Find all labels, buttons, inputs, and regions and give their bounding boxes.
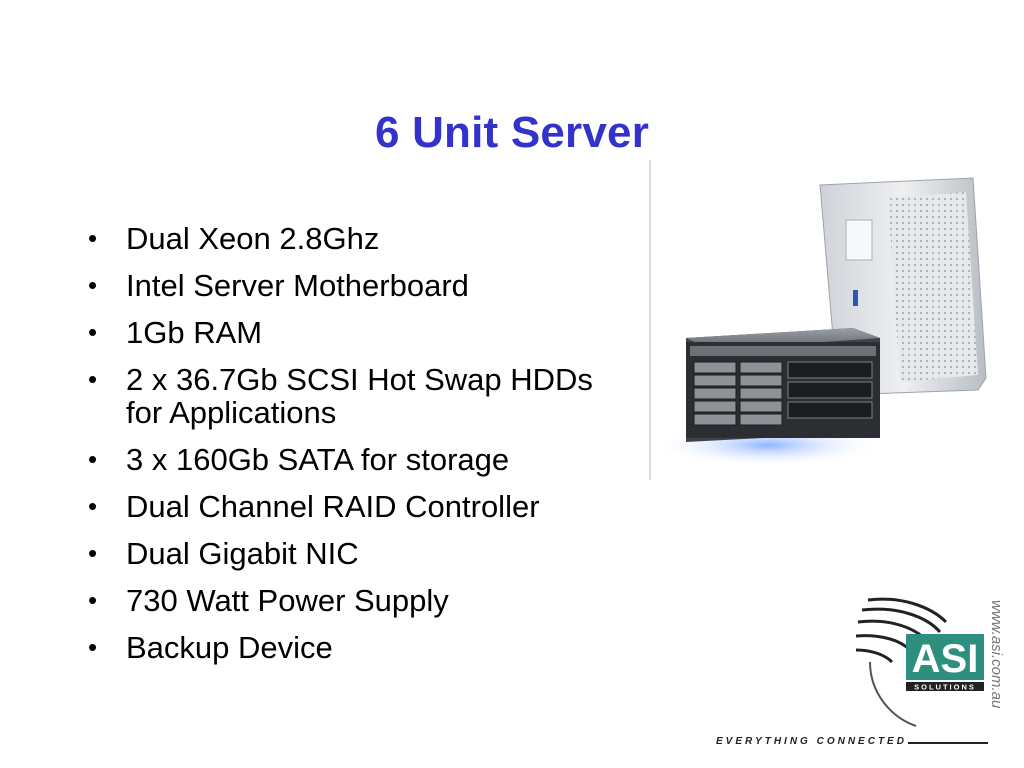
bullet-icon: • (88, 317, 98, 347)
bullet-icon: • (88, 538, 98, 568)
bullet-icon: • (88, 632, 98, 662)
spec-item: •Dual Channel RAID Controller (88, 489, 540, 524)
bullet-icon: • (88, 223, 98, 253)
spec-item: •1Gb RAM (88, 315, 263, 350)
spec-item: •730 Watt Power Supply (88, 583, 449, 618)
spec-item: •2 x 36.7Gb SCSI Hot Swap HDDs for Appli… (88, 362, 593, 430)
tagline: EVERYTHING CONNECTED (716, 736, 907, 747)
asi-logo-icon: ASI SOLUTIONS (855, 597, 984, 727)
logo-text: ASI (912, 637, 979, 681)
bullet-icon: • (88, 491, 98, 521)
spec-item: •Dual Xeon 2.8Ghz (88, 221, 380, 256)
bullet-icon: • (88, 364, 98, 394)
spec-item: •Intel Server Motherboard (88, 268, 469, 303)
bullet-icon: • (88, 444, 98, 474)
spec-item: •3 x 160Gb SATA for storage (88, 442, 510, 477)
bullet-icon: • (88, 270, 98, 300)
logo-subtext: SOLUTIONS (914, 683, 976, 692)
server-icon (649, 160, 987, 480)
website-url: www.asi.com.au (988, 600, 1005, 709)
bullet-icon: • (88, 585, 98, 615)
spec-item: •Backup Device (88, 630, 333, 665)
slide-title: 6 Unit Server (374, 108, 650, 157)
tagline-rule (908, 742, 988, 744)
spec-list: •Dual Xeon 2.8Ghz •Intel Server Motherbo… (88, 222, 668, 678)
spec-item: •Dual Gigabit NIC (88, 536, 359, 571)
